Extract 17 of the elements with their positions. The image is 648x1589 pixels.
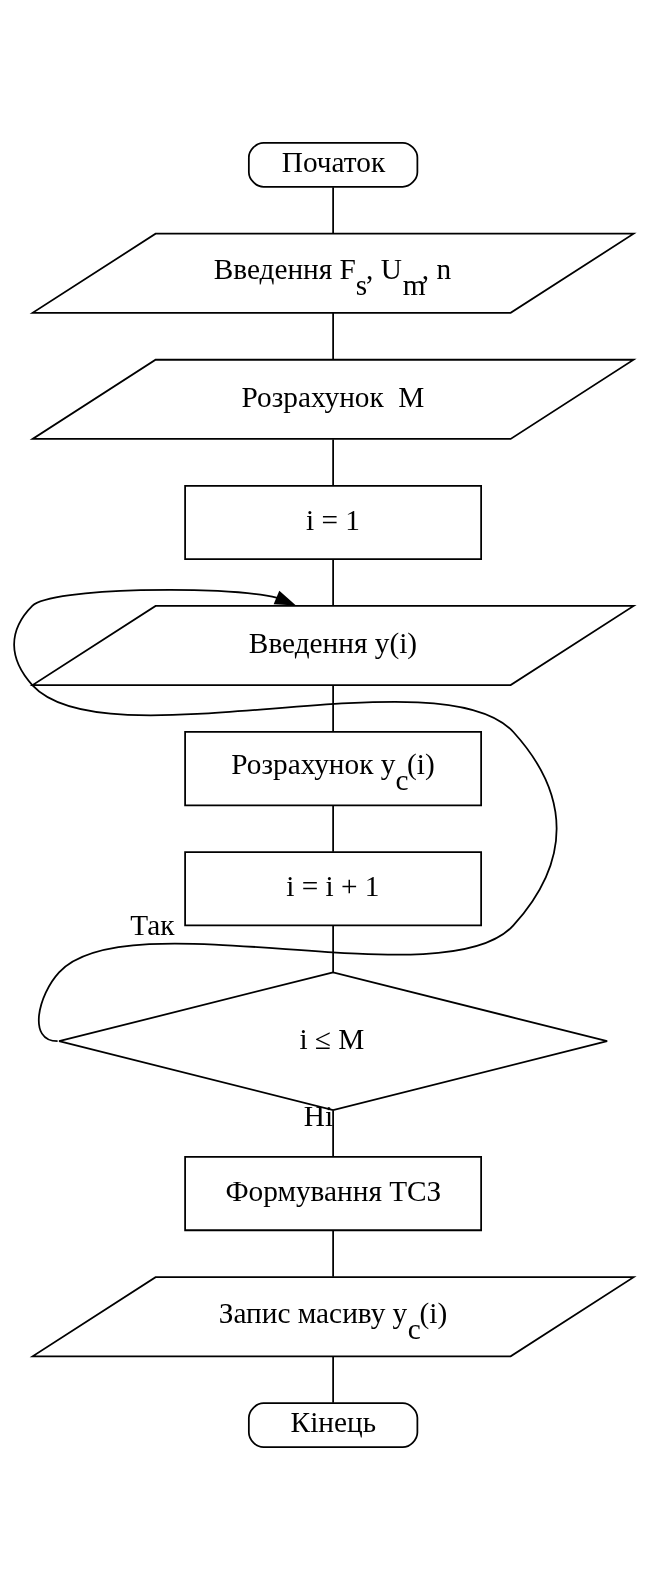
connector [332,557,334,606]
connector [332,1355,334,1404]
connector [332,311,334,360]
connector [332,1229,334,1278]
node-box: Формування ТСЗ [184,1155,482,1231]
connector [332,924,334,973]
node-box: Початок [247,141,419,188]
node-box: Кінець [247,1401,419,1448]
connector [332,185,334,234]
connector [332,1109,334,1158]
node-box: i = 1 [184,484,482,560]
arrow [13,588,558,1042]
connector [332,803,334,853]
edge-label: Так [130,908,175,941]
connector [332,438,334,486]
node-box: i = i + 1 [184,850,482,926]
connector [332,684,334,733]
